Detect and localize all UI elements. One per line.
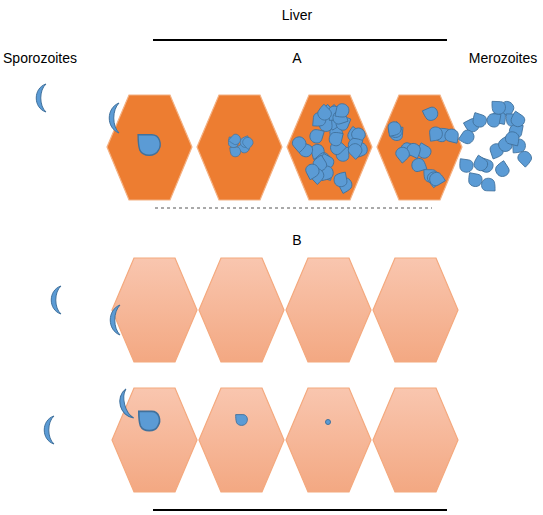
merozoite (486, 112, 501, 128)
liver-cell (112, 258, 197, 362)
merozoite (328, 131, 343, 147)
merozoite (492, 101, 506, 114)
merozoite (458, 128, 476, 146)
parasite (139, 411, 160, 430)
merozoite (333, 172, 348, 188)
merozoite (335, 103, 350, 119)
sporozoite (36, 84, 46, 112)
merozoite (308, 128, 324, 145)
liver-cell (377, 95, 462, 200)
divider (155, 208, 432, 209)
sporozoite (110, 305, 120, 335)
merozoite (138, 135, 160, 155)
merozoite (493, 161, 511, 179)
section-heading: Liver (237, 6, 357, 24)
merozoite (467, 173, 483, 188)
merozoite (444, 128, 460, 144)
liver-cell (197, 95, 282, 200)
liver-cell (112, 388, 197, 492)
merozoite (386, 122, 404, 140)
liver-cell (107, 95, 192, 200)
merozoite (315, 104, 334, 123)
liver-cell (287, 95, 372, 200)
merozoite (230, 147, 241, 158)
merozoite (471, 155, 489, 173)
panel-letter: B (267, 231, 327, 249)
panel-letter: A (267, 49, 327, 67)
merozoite (471, 113, 488, 129)
merozoite (508, 111, 526, 129)
bottom-rule (153, 509, 447, 511)
merozoite (387, 121, 402, 136)
stage-label: Sporozoites (0, 49, 80, 67)
merozoite (516, 149, 535, 168)
parasite (236, 415, 248, 426)
merozoite (481, 178, 495, 191)
merozoite (459, 159, 474, 173)
merozoite (422, 106, 439, 123)
merozoite (346, 141, 365, 160)
merozoite (429, 126, 443, 141)
liver-cell (199, 258, 284, 362)
merozoite (394, 145, 412, 164)
sporozoite (51, 286, 61, 314)
merozoite (304, 162, 321, 180)
sporozoite (116, 389, 133, 421)
merozoite (427, 170, 445, 188)
parasite (326, 420, 331, 425)
merozoite (290, 134, 308, 153)
merozoite (504, 130, 520, 146)
liver-cell (373, 258, 458, 362)
liver-cell (199, 388, 284, 492)
sporozoite (109, 103, 119, 133)
liver-cell (286, 388, 371, 492)
merozoite (229, 133, 243, 147)
stage-label: Merozoites (463, 49, 543, 67)
liver-cell (373, 388, 458, 492)
merozoite (241, 135, 255, 149)
liver-cell (286, 258, 371, 362)
top-rule (153, 39, 447, 41)
sporozoite (44, 416, 54, 444)
